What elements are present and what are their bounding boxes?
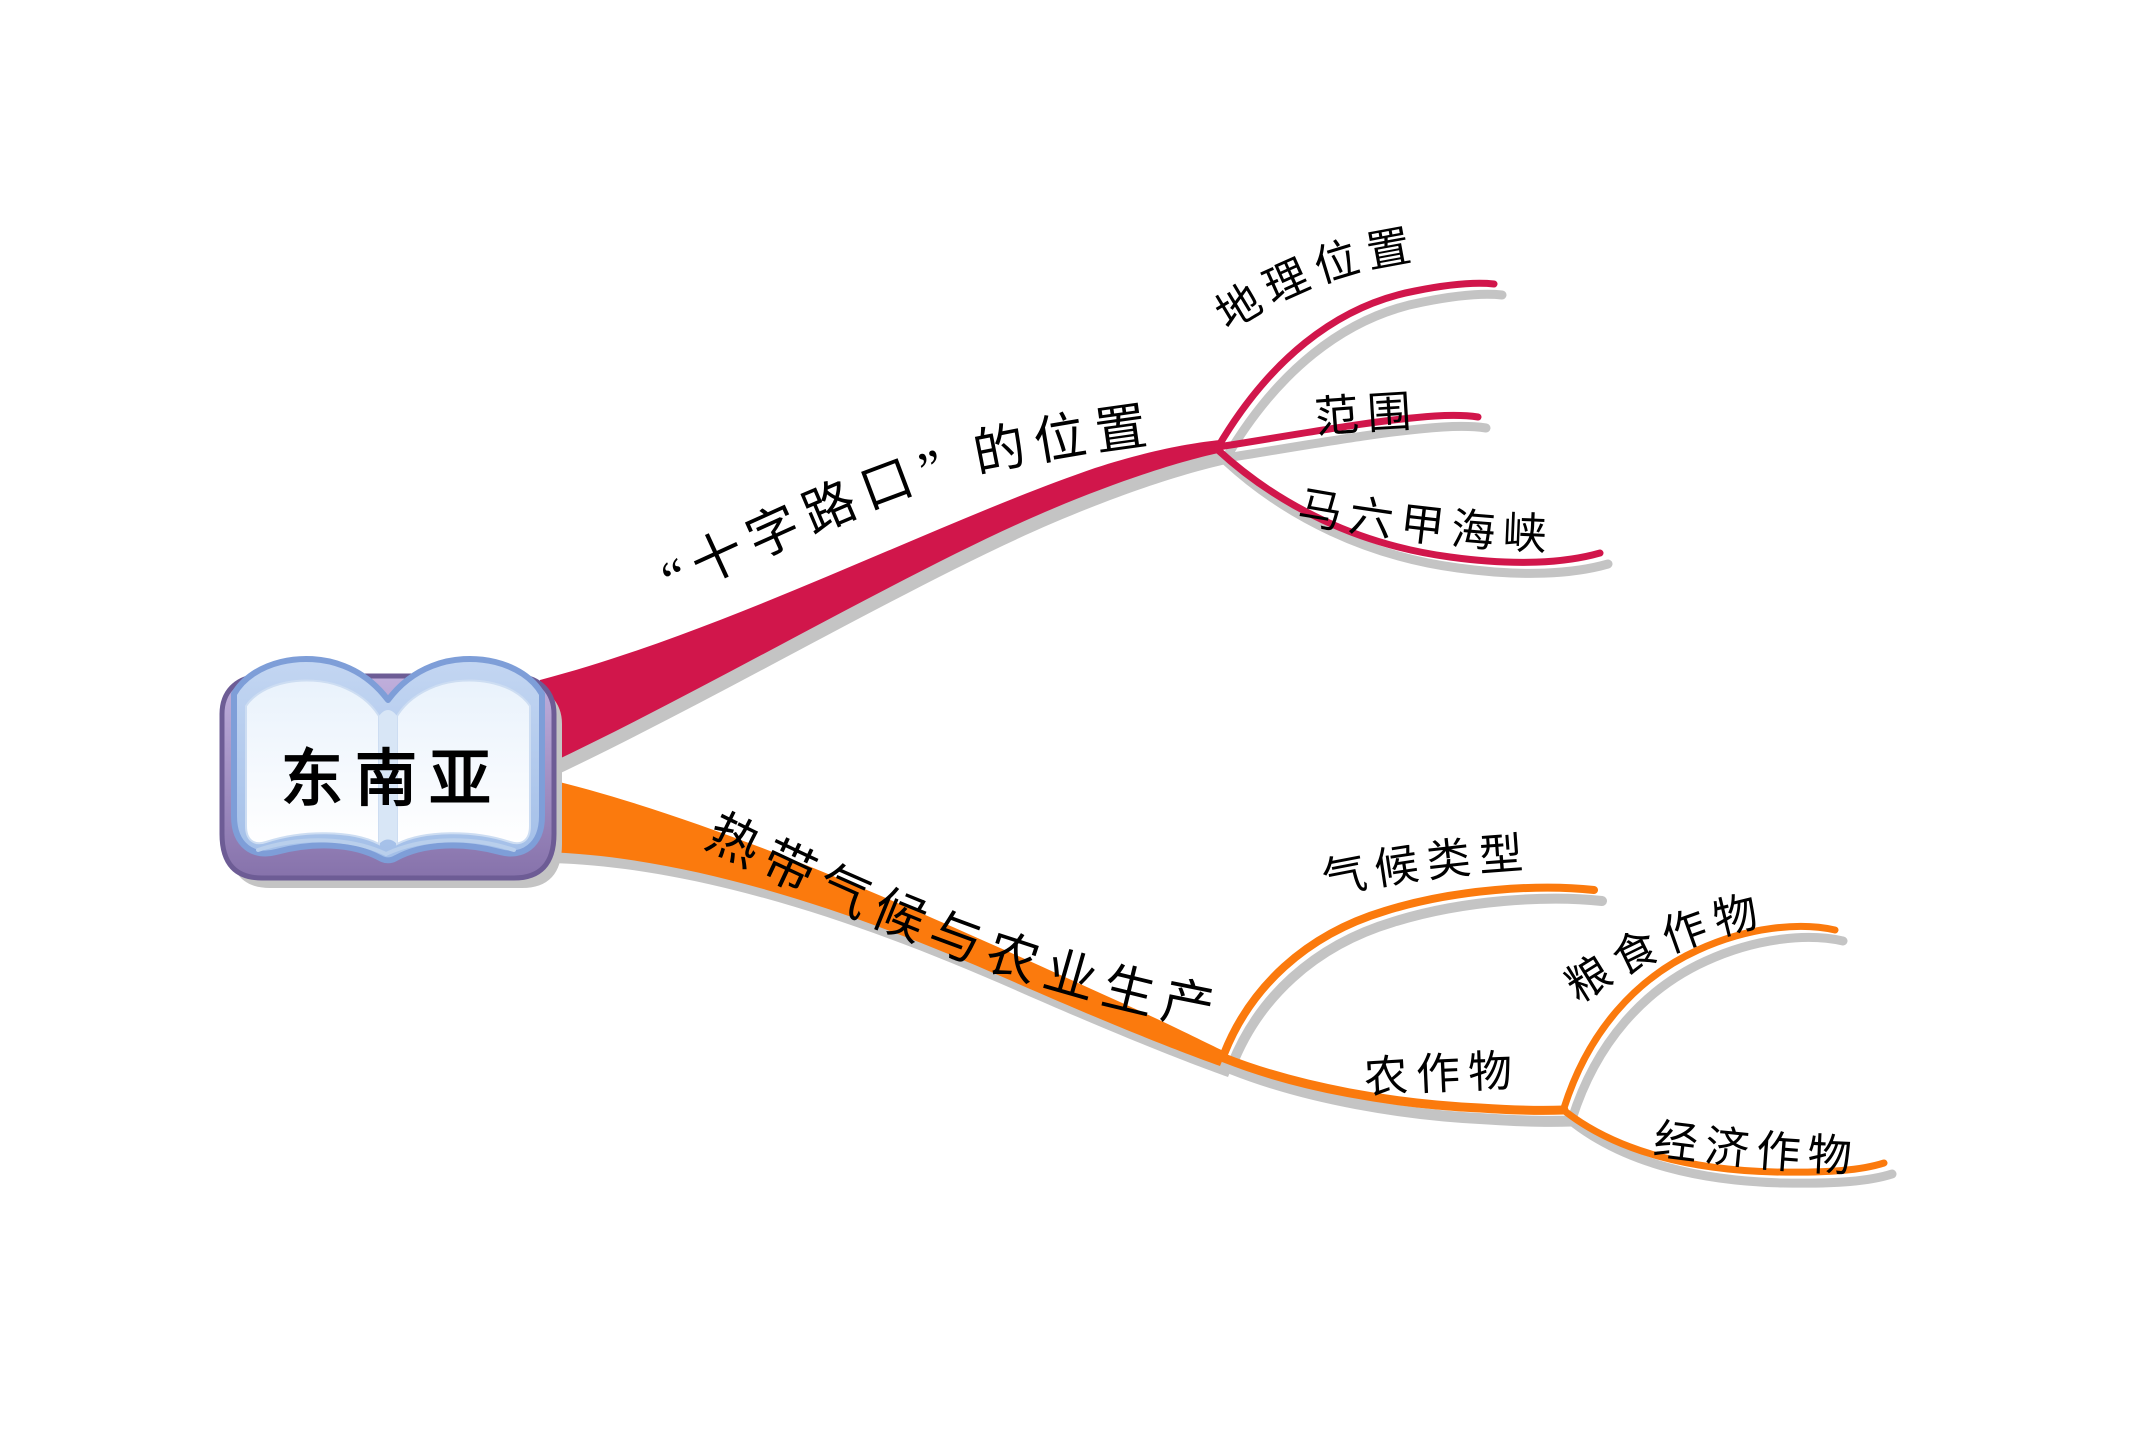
subbranch-grain-curve <box>1560 923 1839 1112</box>
central-topic-node[interactable]: 东南亚 <box>219 656 562 888</box>
subbranch-geo-curve <box>1214 279 1498 451</box>
book-bottom-pages <box>256 838 516 856</box>
subbranch-grain-shadow <box>1567 933 1848 1124</box>
branch-climate <box>543 778 1888 1176</box>
branch-climate-label-text[interactable]: 热带气候与农业生产 <box>698 805 1228 1041</box>
subbranch-malacca-label-text[interactable]: 马六甲海峡 <box>1294 483 1555 560</box>
branch-labels: “十字路口” 的位置 地理位置 范围 马六甲海峡 热带气候与农业生产 气候类型 … <box>654 220 1853 1182</box>
subbranch-crops-shadow <box>1226 1063 1578 1127</box>
subbranch-fanwei-label-text[interactable]: 范围 <box>1313 387 1420 443</box>
subbranch-crops-curve <box>1219 1053 1569 1115</box>
subbranch-crops-label-text[interactable]: 农作物 <box>1363 1047 1521 1103</box>
subbranch-cash-shadow <box>1569 1118 1897 1188</box>
subbranch-fanwei-shadow <box>1221 421 1491 463</box>
subbranch-malacca-label[interactable]: 马六甲海峡 <box>1294 483 1555 560</box>
subbranch-cash-curve <box>1562 1108 1888 1176</box>
subbranch-malacca-curve <box>1214 446 1604 566</box>
branch-climate-label[interactable]: 热带气候与农业生产 <box>698 805 1228 1041</box>
branch-climate-curve <box>543 778 1226 1066</box>
subbranch-fanwei-curve <box>1214 411 1482 451</box>
subbranch-fanwei-label[interactable]: 范围 <box>1313 387 1420 443</box>
branch-crossroads <box>540 279 1604 768</box>
subbranch-geo-shadow <box>1221 289 1507 463</box>
subbranch-climatetype-curve <box>1220 883 1598 1058</box>
subbranch-malacca-shadow <box>1221 456 1613 578</box>
subbranch-climatetype-shadow <box>1227 893 1607 1070</box>
subbranch-geo-label-text[interactable]: 地理位置 <box>1208 220 1423 340</box>
central-topic-label[interactable]: 东南亚 <box>281 745 503 814</box>
subbranch-crops-label[interactable]: 农作物 <box>1363 1047 1521 1103</box>
subbranch-geo-label[interactable]: 地理位置 <box>1208 220 1423 340</box>
book-spine <box>379 710 397 844</box>
